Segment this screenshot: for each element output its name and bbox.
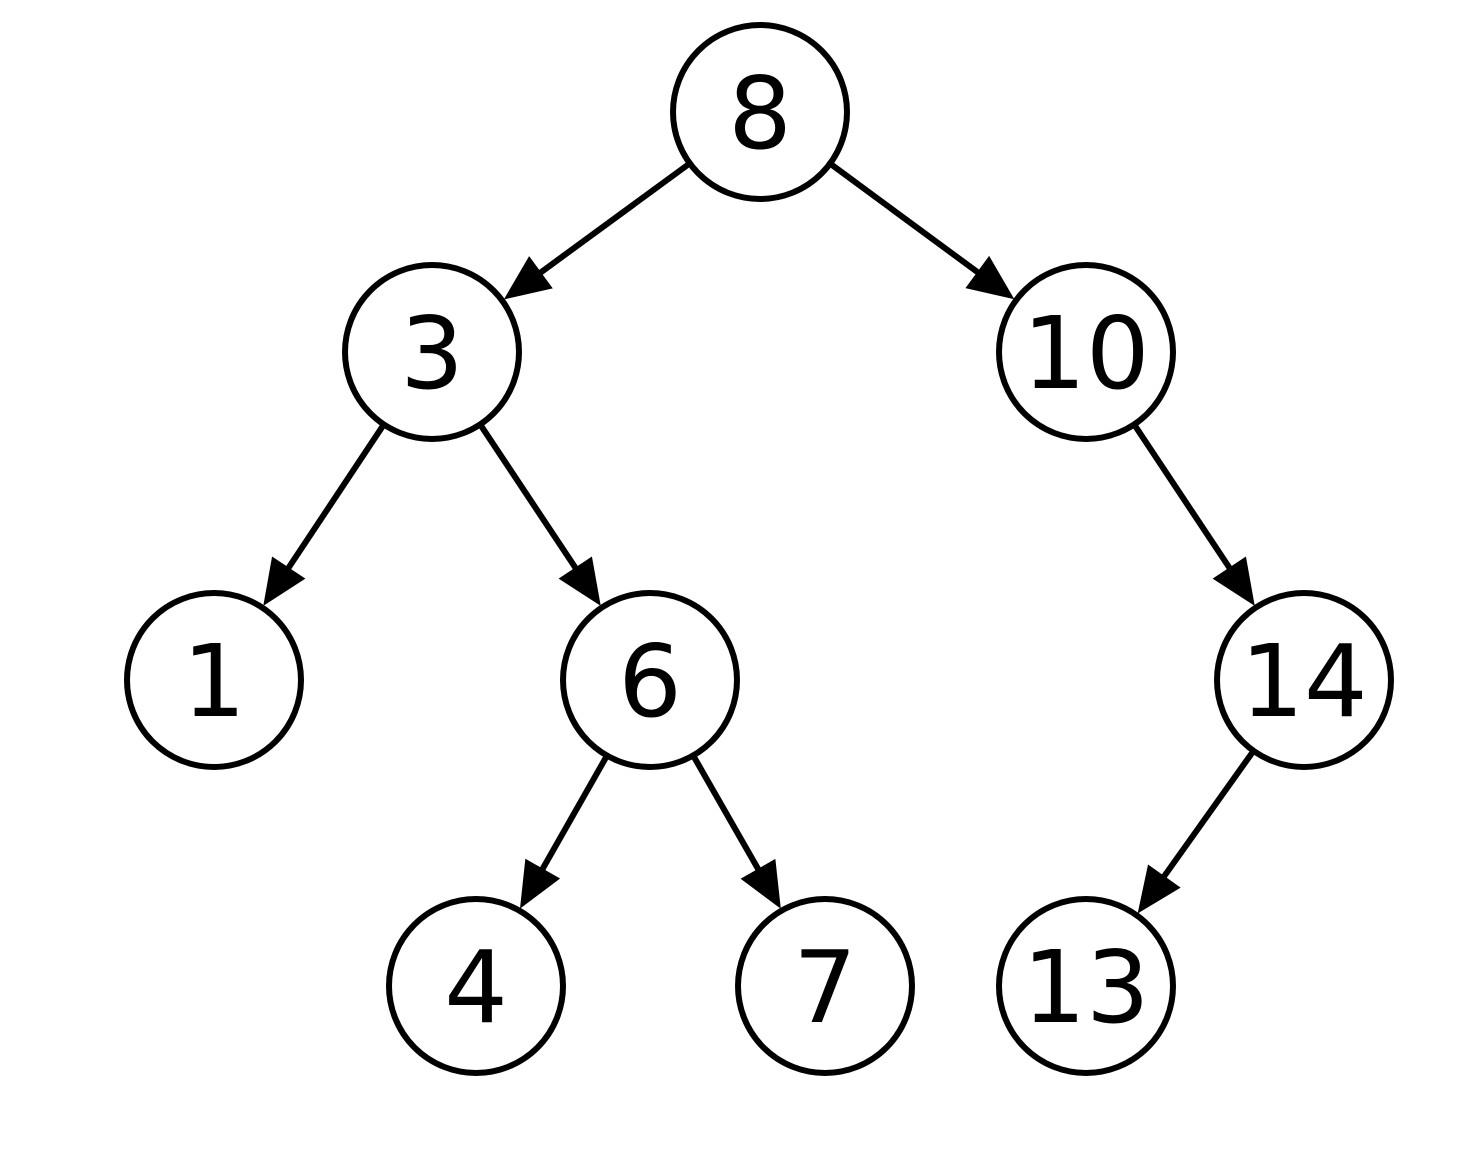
tree-node-4: 4 [386, 896, 566, 1076]
tree-node-1: 1 [124, 590, 304, 770]
edge-n10-to-n14 [1131, 422, 1234, 573]
arrowhead-n8-to-n10 [965, 255, 1015, 300]
edge-n6-to-n7 [690, 754, 763, 874]
node-circle [1214, 590, 1394, 770]
node-label: 1 [182, 623, 246, 740]
node-label: 3 [400, 295, 464, 412]
node-label: 8 [728, 55, 792, 172]
edge-n14-to-n13 [1159, 749, 1256, 882]
node-circle [996, 262, 1176, 442]
arrowhead-n3-to-n6 [558, 556, 601, 606]
node-label: 4 [444, 929, 508, 1046]
node-circle [342, 262, 522, 442]
edge-n8-to-n3 [535, 160, 692, 278]
node-circle [560, 590, 740, 770]
edge-n6-to-n4 [538, 754, 610, 874]
nodes-group: 8 3 10 1 6 14 4 7 13 [124, 22, 1394, 1076]
tree-node-13: 13 [996, 896, 1176, 1076]
node-circle [386, 896, 566, 1076]
tree-node-7: 7 [735, 896, 915, 1076]
tree-node-6: 6 [560, 590, 740, 770]
edges-group [263, 160, 1256, 914]
edge-n8-to-n10 [828, 161, 983, 277]
node-circle [124, 590, 304, 770]
node-circle [996, 896, 1176, 1076]
arrowhead-n8-to-n3 [503, 256, 553, 300]
arrowhead-n10-to-n14 [1212, 556, 1255, 606]
tree-node-14: 14 [1214, 590, 1394, 770]
node-label: 14 [1240, 623, 1367, 740]
arrowhead-n6-to-n7 [740, 858, 781, 909]
edge-n3-to-n6 [477, 422, 580, 573]
node-label: 7 [793, 929, 857, 1046]
arrowhead-n6-to-n4 [519, 858, 561, 909]
tree-node-3: 3 [342, 262, 522, 442]
arrowhead-n14-to-n13 [1137, 864, 1181, 914]
node-label: 6 [618, 623, 682, 740]
edge-n3-to-n1 [284, 422, 387, 573]
node-circle [670, 22, 850, 202]
arrowhead-n3-to-n1 [263, 556, 306, 606]
node-circle [735, 896, 915, 1076]
tree-node-8: 8 [670, 22, 850, 202]
node-label: 13 [1022, 929, 1149, 1046]
node-label: 10 [1022, 295, 1149, 412]
tree-node-10: 10 [996, 262, 1176, 442]
